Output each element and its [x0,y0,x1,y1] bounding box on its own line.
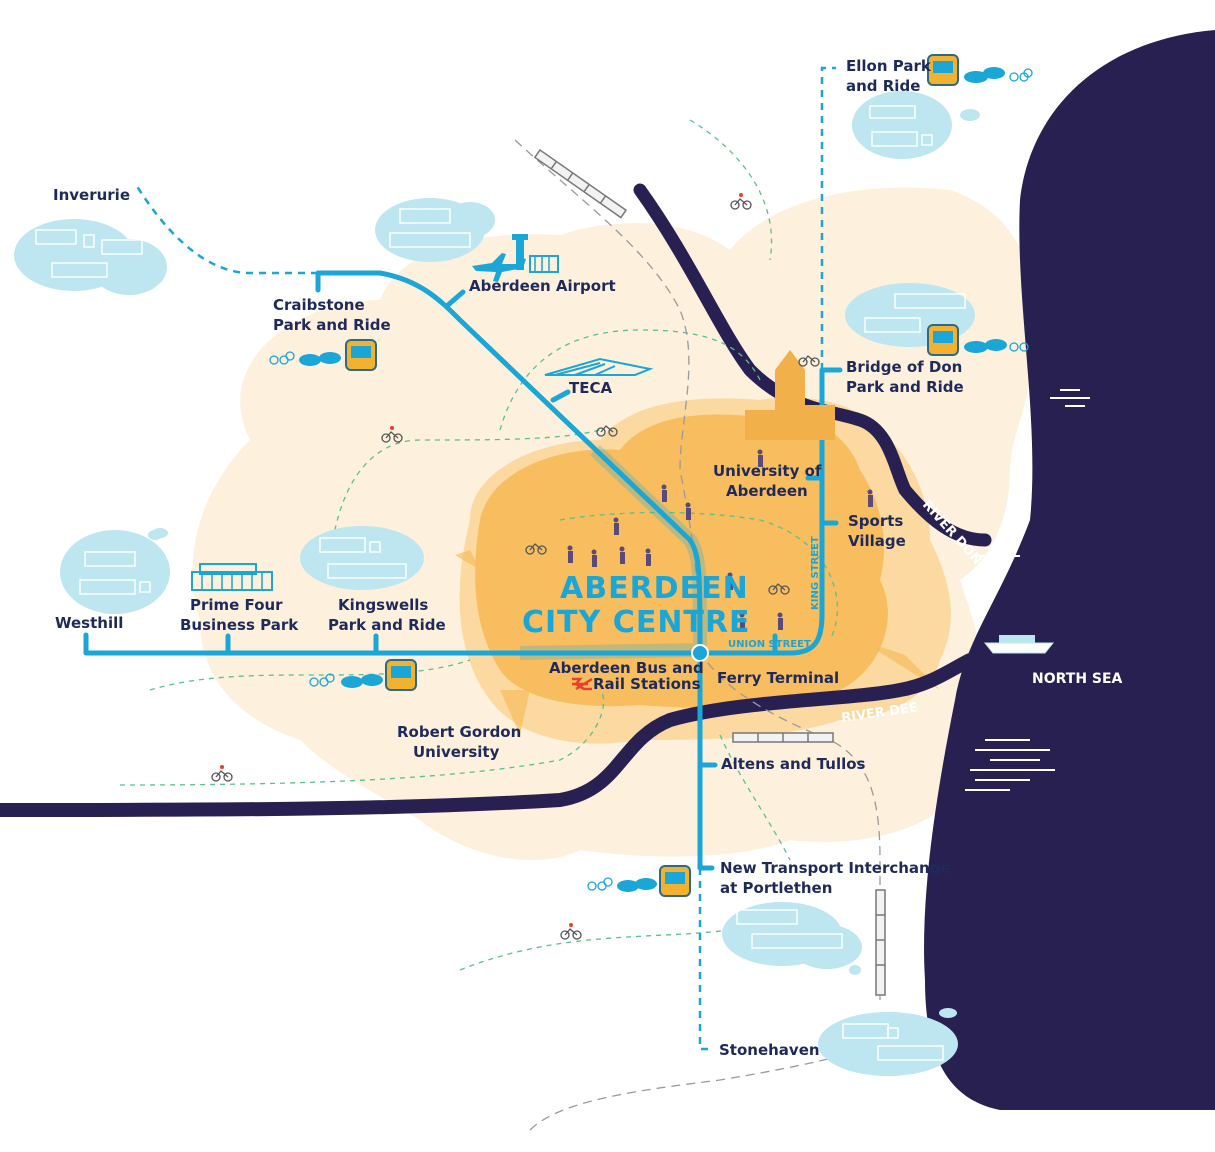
park-and-ride-cluster-portlethen [587,865,691,897]
cycle-paths [119,119,838,971]
ferry-icon [983,635,1055,654]
label-altens-tullos: Altens and Tullos [721,755,866,773]
label-bus-rail-stations-2: Rail Stations [593,675,701,693]
label-bridge-of-don-park-ride: Park and Ride [846,378,964,396]
label-ellon: Ellon Park [846,57,932,75]
label-kingswells-park-ride: Park and Ride [328,616,446,634]
label-prime-four-business-park: Business Park [180,616,299,634]
label-inverurie: Inverurie [53,186,130,204]
bus-icon [659,865,691,897]
label-ferry-terminal: Ferry Terminal [717,669,839,687]
label-prime-four: Prime Four [190,596,283,614]
airport-icon [472,234,559,282]
city-centre-line-1: ABERDEEN [560,571,749,606]
park-and-ride-cluster-bridge-of-don [927,324,1029,356]
label-kingswells: Kingswells [338,596,428,614]
bus-icon [927,54,959,86]
cathedral-icon [745,350,835,440]
label-university-of-aberdeen: University of [713,462,822,480]
label-craibstone: Craibstone [273,296,365,314]
cloud-puff [960,109,980,121]
label-aberdeen-airport: Aberdeen Airport [469,277,616,295]
place-labels: Inverurie Craibstone Park and Ride Aberd… [53,57,964,1059]
label-stonehaven: Stonehaven [719,1041,820,1059]
bicycle-icon [309,673,335,687]
car-icon [299,352,341,366]
bus-icon [385,659,417,691]
label-union-street: UNION STREET [728,639,811,650]
label-teca: TECA [569,379,612,397]
teca-building-icon [544,357,654,376]
label-sports-village: Sports [848,512,903,530]
north-sea [924,30,1215,1110]
pedestrians-icon [567,449,873,630]
label-portlethen: New Transport Interchange [720,859,951,877]
bus-icon [927,324,959,356]
label-university-of-aberdeen-2: Aberdeen [726,482,808,500]
park-and-ride-cluster-craibstone [269,339,377,371]
river-dee [0,653,977,817]
bicycle-icon [587,877,613,891]
bus-icon [345,339,377,371]
cloud-puff [849,965,861,975]
car-icon [341,674,383,688]
label-ellon-park-ride: and Ride [846,77,920,95]
sea-waves [965,389,1090,791]
label-sports-village-2: Village [848,532,906,550]
label-robert-gordon-university: University [413,743,500,761]
business-park-icon [191,563,273,591]
zone-city-centre [455,414,940,735]
bicycle-icon [211,193,820,940]
label-bus-rail-stations: Aberdeen Bus and [549,659,704,677]
city-centre-title: ABERDEEN CITY CENTRE KING STREET UNION S… [522,536,821,650]
car-icon [617,878,657,892]
north-sea-label: NORTH SEA [1032,671,1123,687]
bicycle-icon [1009,68,1033,82]
rail-logo-icon [572,677,593,691]
label-bridge-of-don: Bridge of Don [846,358,962,376]
transport-routes [83,66,843,1051]
car-icon [964,67,1005,83]
city-centre-line-2: CITY CENTRE [522,605,751,640]
bicycle-icon [269,351,295,365]
train-icon [533,148,886,996]
cloud-puff [939,1008,957,1018]
label-portlethen-2: at Portlethen [720,879,832,897]
label-king-street: KING STREET [810,536,821,610]
label-craibstone-park-ride: Park and Ride [273,316,391,334]
car-icon [964,339,1007,353]
cloud-puff [152,528,168,538]
bicycle-icon [1009,342,1029,352]
park-and-ride-cluster-ellon [927,54,1033,86]
label-robert-gordon: Robert Gordon [397,723,521,741]
river-don [633,183,992,547]
label-westhill: Westhill [55,614,123,632]
park-and-ride-cluster-kingswells [309,659,417,691]
